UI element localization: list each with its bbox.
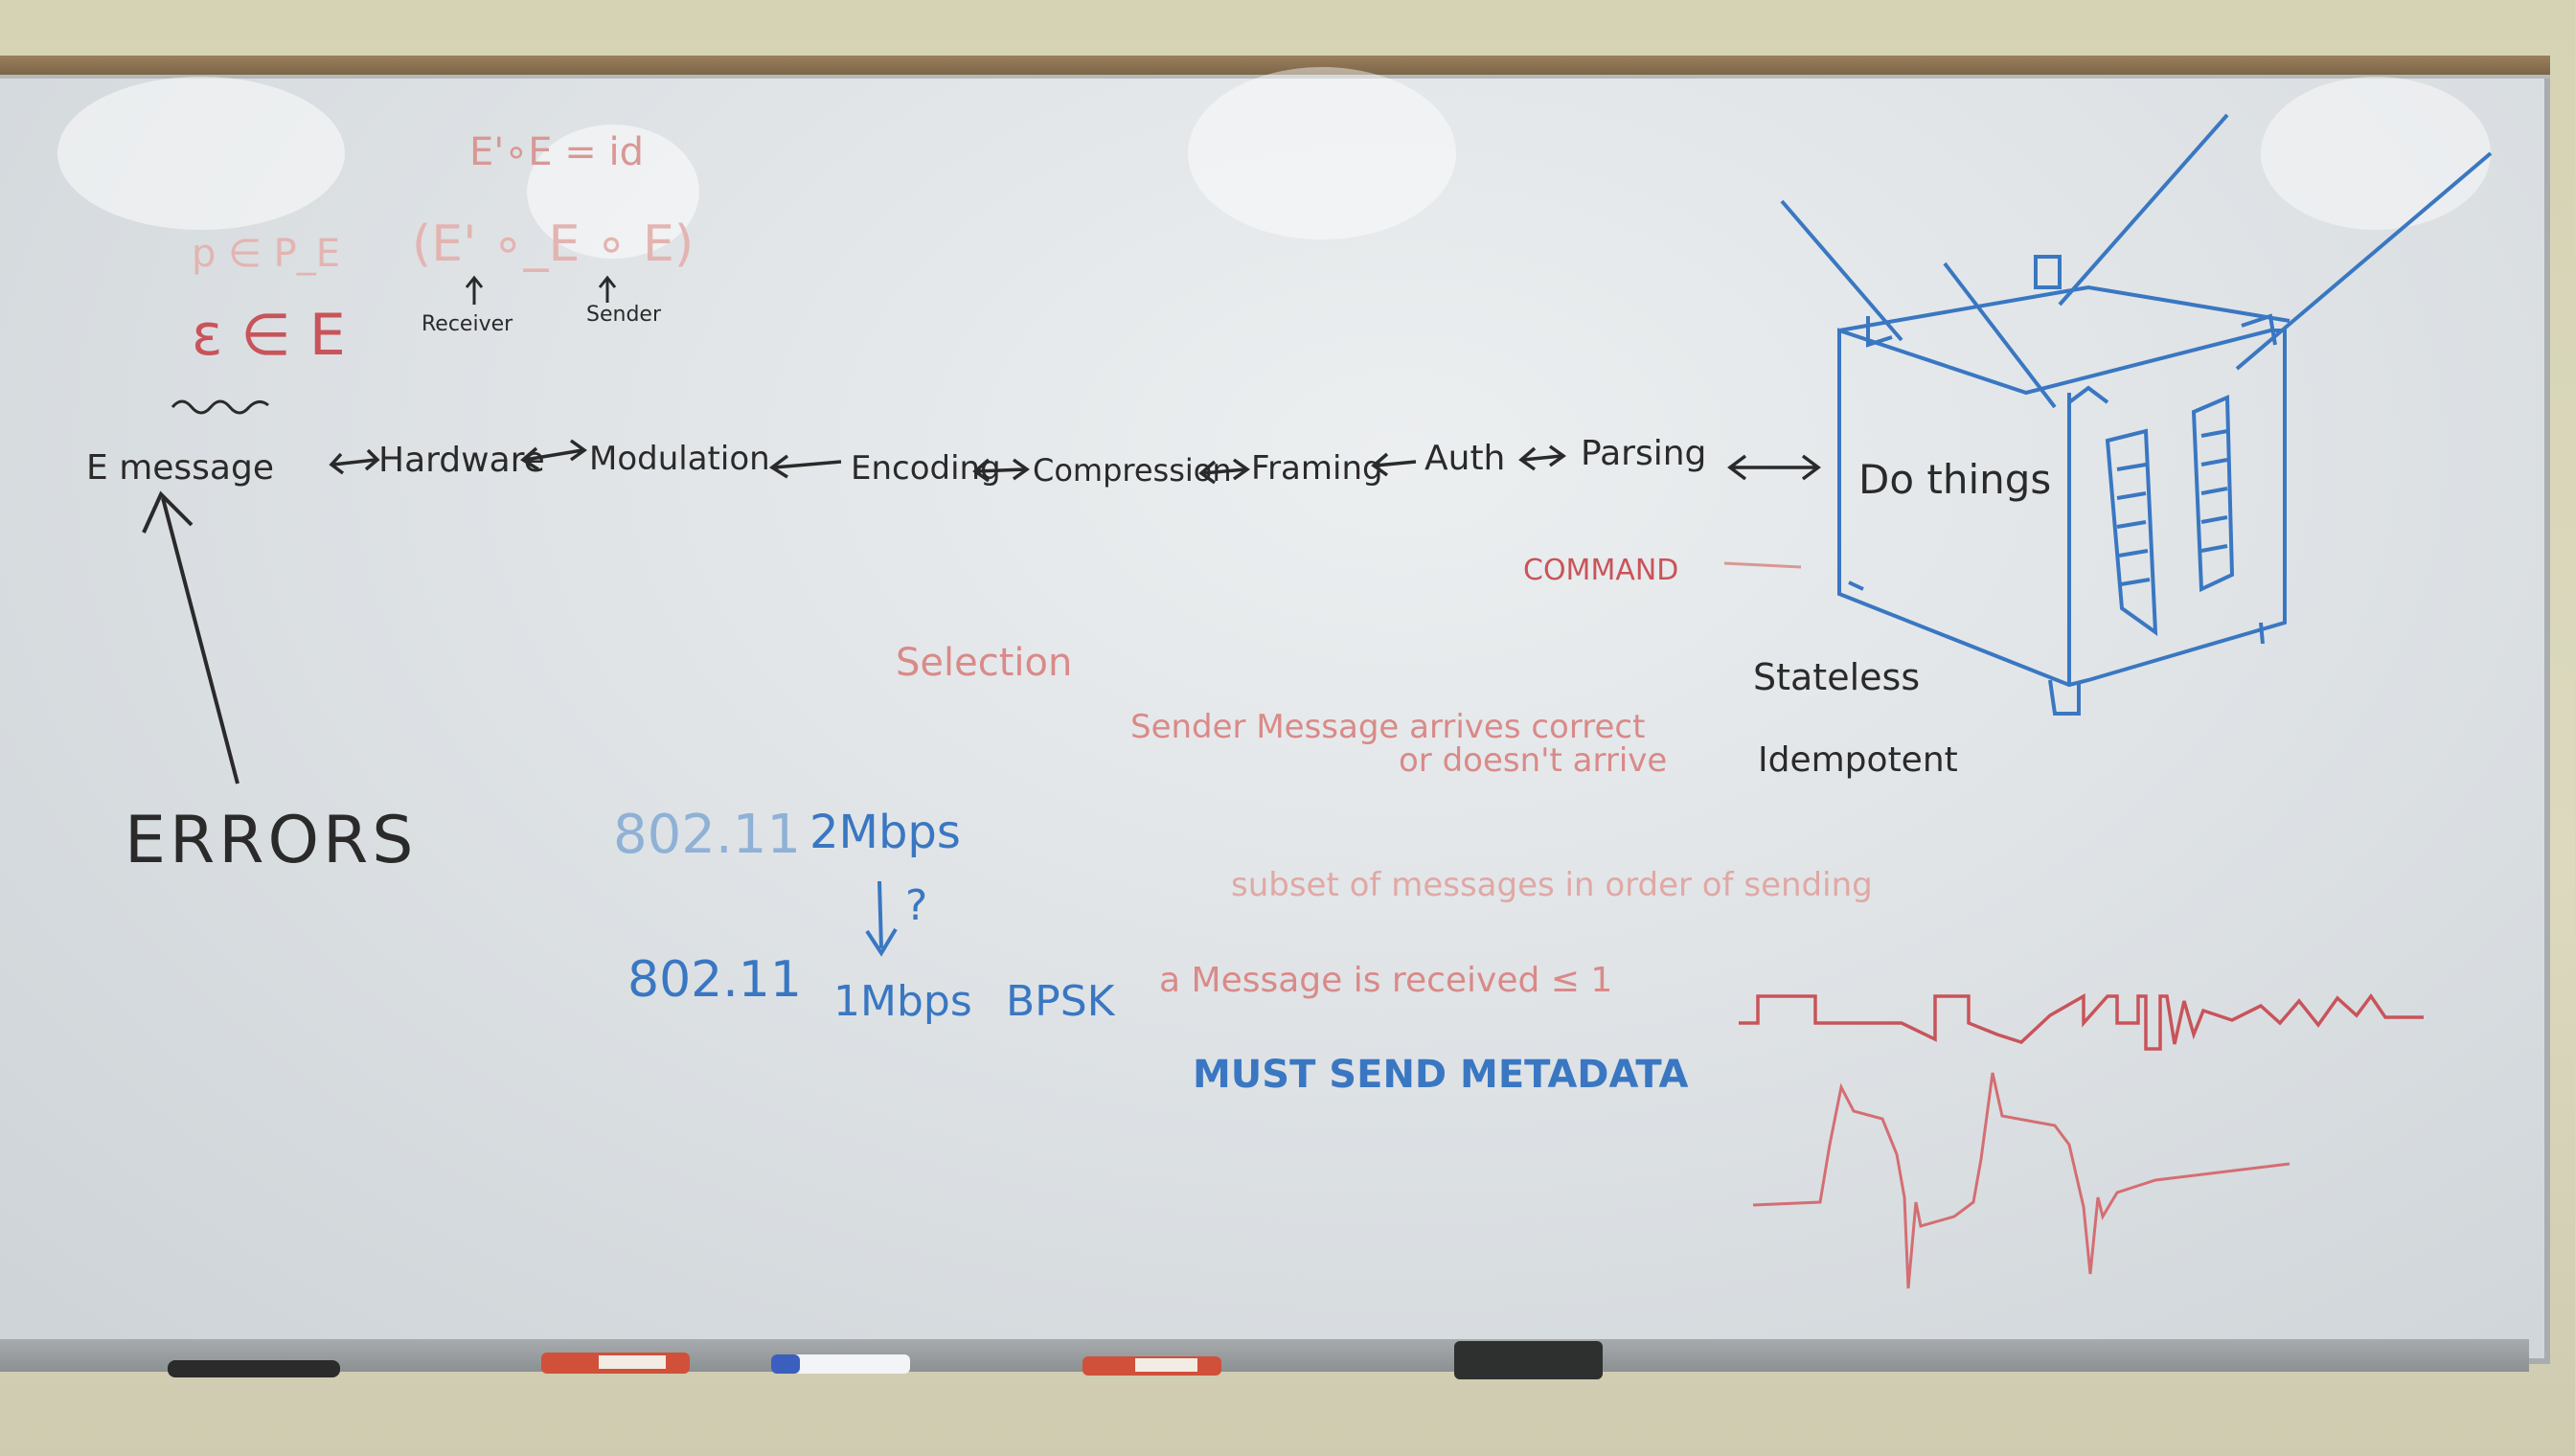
map-rail bbox=[0, 56, 2550, 79]
math-line-p: p ∈ P_E bbox=[192, 232, 340, 276]
analog-waveform bbox=[1752, 1072, 2290, 1289]
pipeline-hardware: Hardware bbox=[378, 441, 545, 480]
wifi-row1-standard: 802.11 bbox=[613, 804, 801, 866]
arrow-modulation-encoding bbox=[768, 454, 842, 479]
pipeline-do-things: Do things bbox=[1858, 456, 2051, 503]
idempotent-label: Idempotent bbox=[1758, 740, 1958, 780]
arrow-auth-parsing bbox=[1518, 444, 1567, 471]
message-received-label: a Message is received ≤ 1 bbox=[1159, 961, 1612, 1000]
wifi-arrow-question: ? bbox=[905, 881, 927, 930]
eraser[interactable] bbox=[1454, 1341, 1603, 1379]
command-label: COMMAND bbox=[1523, 554, 1678, 587]
must-send-metadata-label: MUST SEND METADATA bbox=[1193, 1053, 1689, 1097]
arrow-framing-auth bbox=[1371, 452, 1417, 477]
math-line-composition: (E' ∘_E ∘ E) bbox=[412, 216, 694, 273]
selection-label: Selection bbox=[896, 641, 1072, 685]
pipeline-auth: Auth bbox=[1424, 439, 1505, 478]
arrow-message-hardware bbox=[329, 448, 380, 475]
errors-label: ERRORS bbox=[125, 803, 417, 878]
receiver-label: Receiver bbox=[422, 312, 513, 336]
wifi-downgrade-arrow bbox=[865, 880, 898, 957]
digital-waveform bbox=[1739, 992, 2424, 1051]
blue-marker[interactable] bbox=[771, 1354, 910, 1374]
pipeline-row: E message Hardware Modulation Encoding C… bbox=[86, 434, 2051, 503]
sender-label: Sender bbox=[586, 303, 662, 327]
squiggle-mark bbox=[171, 399, 269, 415]
whiteboard bbox=[0, 59, 2550, 1364]
pipeline-encoding: Encoding bbox=[851, 449, 1001, 488]
arrow-compression-framing bbox=[1198, 458, 1251, 485]
pipeline-compression: Compression bbox=[1033, 452, 1232, 489]
satellite-sketch bbox=[1780, 113, 2493, 716]
math-line-identity: E'∘E = id bbox=[469, 130, 644, 174]
math-line-epsilon: ε ∈ E bbox=[192, 302, 346, 369]
arrow-hardware-modulation bbox=[520, 439, 588, 471]
wifi-row2-modulation: BPSK bbox=[1006, 977, 1116, 1026]
receiver-arrow bbox=[465, 275, 484, 305]
arrow-parsing-dothings bbox=[1727, 454, 1821, 481]
marker-tray bbox=[0, 1339, 2529, 1372]
wifi-row1-rate: 2Mbps bbox=[809, 806, 961, 859]
wifi-row2-standard: 802.11 bbox=[627, 951, 802, 1009]
pipeline-message: E message bbox=[86, 448, 274, 488]
arrow-encoding-compression bbox=[972, 458, 1031, 483]
sender-message-line2: or doesn't arrive bbox=[1399, 741, 1667, 780]
black-marker[interactable] bbox=[168, 1360, 340, 1377]
errors-arrow bbox=[142, 490, 239, 785]
command-arrow bbox=[1723, 561, 1802, 569]
pipeline-framing: Framing bbox=[1251, 449, 1383, 488]
stateless-label: Stateless bbox=[1753, 656, 1920, 698]
pipeline-parsing: Parsing bbox=[1581, 434, 1706, 473]
sender-arrow bbox=[598, 275, 617, 303]
wifi-row2-rate: 1Mbps bbox=[833, 977, 972, 1026]
sender-message-line1: Sender Message arrives correct bbox=[1130, 708, 1645, 746]
subset-label: subset of messages in order of sending bbox=[1231, 866, 1873, 904]
pipeline-modulation: Modulation bbox=[589, 440, 770, 478]
